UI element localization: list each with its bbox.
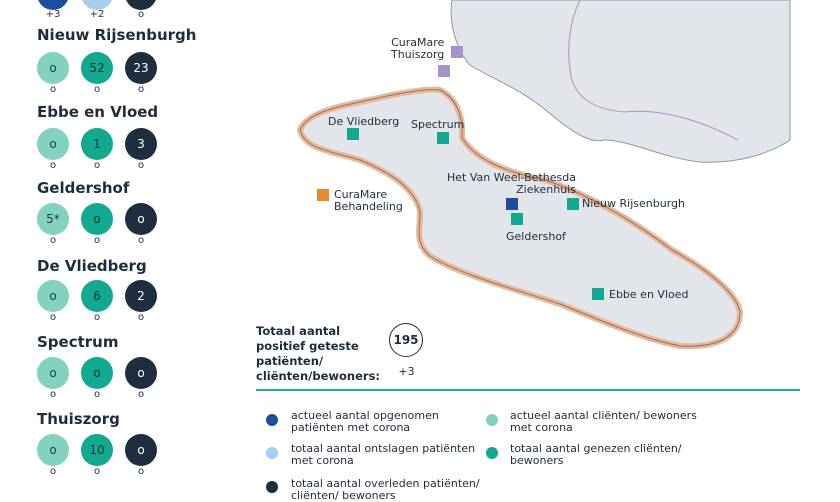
legend-dot-teal (486, 447, 498, 459)
location-name: Nieuw Rijsenburgh (37, 26, 197, 44)
location-name: Geldershof (37, 179, 130, 197)
curamare-thuiszorg-label: CuraMare Thuiszorg (391, 36, 445, 61)
total-positive-label: Totaal aantal positief geteste patiënten… (256, 324, 381, 383)
geldershof-label: Geldershof (506, 230, 566, 243)
stat-circle-deceased: 23 (125, 52, 157, 84)
de-vliedberg-marker (347, 128, 359, 140)
spectrum-marker (437, 132, 449, 144)
spectrum-label: Spectrum (411, 118, 465, 131)
stat-sub: o (137, 235, 145, 246)
ebbe-en-vloed-marker (592, 288, 604, 300)
stat-circle-current: o (37, 52, 69, 84)
stat-sub: o (49, 466, 57, 477)
stat-circle-current: o (37, 280, 69, 312)
stat-sub: o (137, 466, 145, 477)
legend-text: totaal aantal genezen cliënten/ bewoners (510, 442, 682, 467)
location-stats-panel: +3 +2 o Nieuw Rijsenburgh o 52 23 o o o … (0, 0, 250, 494)
island-outline (299, 89, 741, 347)
stat-circle-recovered: o (81, 203, 113, 235)
location-name: Spectrum (37, 333, 119, 351)
stat-sub: o (49, 84, 57, 95)
total-positive-value: 195 (389, 323, 423, 357)
de-vliedberg-label: De Vliedberg (328, 115, 400, 128)
stat-sub: o (49, 312, 57, 323)
curamare-thuiszorg-marker (451, 46, 463, 58)
ebbe-en-vloed-label: Ebbe en Vloed (609, 288, 689, 301)
stat-circle-recovered: 1 (81, 128, 113, 160)
top-stat-circle-3 (125, 0, 157, 10)
mainland-border (568, 0, 739, 141)
curamare-thuiszorg-marker-2 (438, 65, 450, 77)
stat-circle-current: o (37, 128, 69, 160)
stat-circle-deceased: 3 (125, 128, 157, 160)
total-positive-change: +3 (398, 365, 415, 378)
legend-dot-navy (266, 414, 278, 426)
legend-text: actueel aantal opgenomen patiënten met c… (291, 409, 439, 434)
stat-circle-current: o (37, 434, 69, 466)
stat-circle-current: o (37, 357, 69, 389)
stat-circle-recovered: 6 (81, 280, 113, 312)
stat-sub: o (49, 160, 57, 171)
stat-sub: o (137, 84, 145, 95)
stat-sub: o (93, 235, 101, 246)
top-stat-sub-2: +2 (89, 9, 105, 20)
stat-circle-deceased: 2 (125, 280, 157, 312)
top-stat-circle-1 (37, 0, 69, 10)
stat-sub: o (93, 389, 101, 400)
ziekenhuis-marker (506, 198, 518, 210)
legend-text: actueel aantal cliënten/ bewoners met co… (510, 409, 697, 434)
stat-circle-deceased: o (125, 357, 157, 389)
top-stat-sub-3: o (137, 9, 145, 20)
top-stat-circle-2 (81, 0, 113, 10)
divider-line (256, 389, 800, 391)
stat-sub: o (93, 312, 101, 323)
legend-dot-dark (266, 481, 278, 493)
stat-sub: o (93, 84, 101, 95)
stat-sub: o (137, 160, 145, 171)
stat-sub: o (137, 389, 145, 400)
stat-circle-deceased: o (125, 434, 157, 466)
stat-circle-recovered: o (81, 357, 113, 389)
geldershof-marker (511, 213, 523, 225)
stat-circle-recovered: 10 (81, 434, 113, 466)
curamare-behandeling-marker (317, 189, 329, 201)
mainland-shape (450, 0, 791, 163)
nieuw-rijsenburgh-label: Nieuw Rijsenburgh (582, 197, 685, 210)
stat-circle-recovered: 52 (81, 52, 113, 84)
legend-text: totaal aantal overleden patiënten/ cliën… (291, 477, 480, 502)
stat-sub: o (137, 312, 145, 323)
location-name: Thuiszorg (37, 410, 120, 428)
stat-circle-deceased: o (125, 203, 157, 235)
location-name: Ebbe en Vloed (37, 103, 159, 121)
location-name: De Vliedberg (37, 257, 147, 275)
legend-text: totaal aantal ontslagen patiënten met co… (291, 442, 476, 467)
stat-sub: o (49, 389, 57, 400)
curamare-behandeling-label: CuraMare Behandeling (334, 188, 403, 213)
legend-dot-sky (266, 447, 278, 459)
legend-dot-teal-light (486, 414, 498, 426)
stat-sub: o (93, 466, 101, 477)
top-stat-sub-1: +3 (45, 9, 61, 20)
ziekenhuis-label: Het Van Weel-Bethesda Ziekenhuis (447, 171, 576, 196)
stat-sub: o (93, 160, 101, 171)
nieuw-rijsenburgh-marker (567, 198, 579, 210)
stat-sub: o (49, 235, 57, 246)
stat-circle-current: 5* (37, 203, 69, 235)
